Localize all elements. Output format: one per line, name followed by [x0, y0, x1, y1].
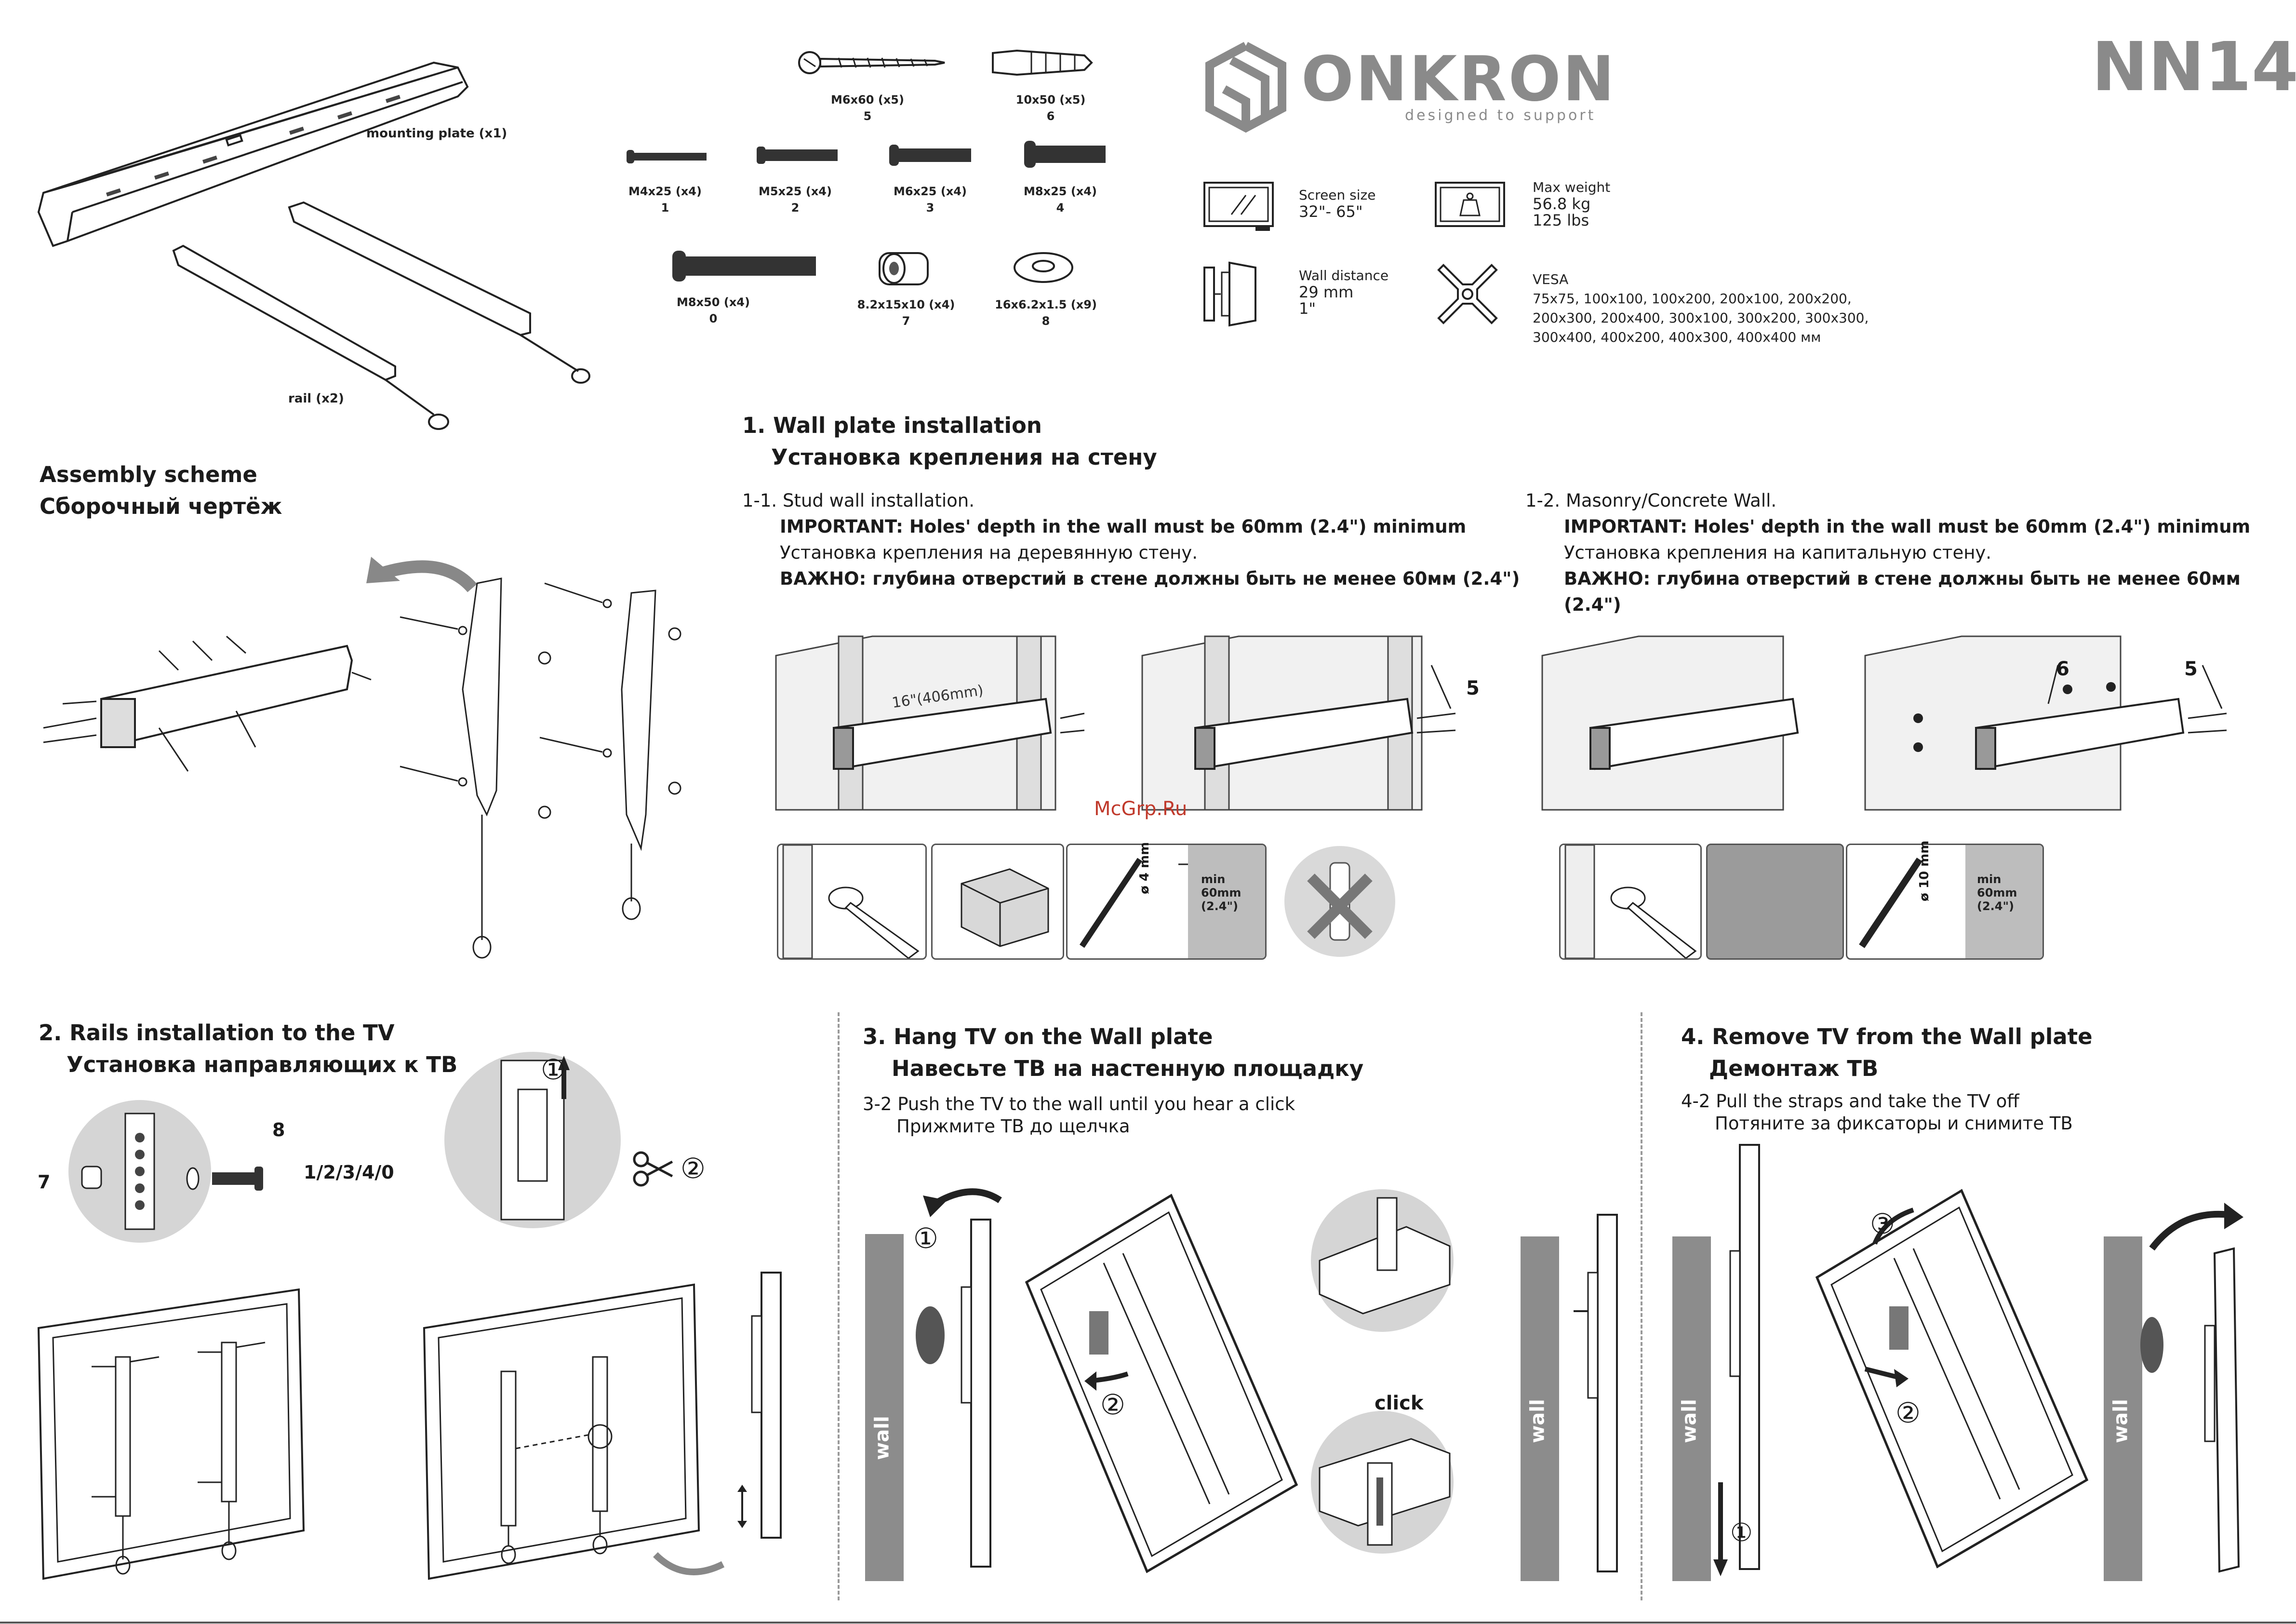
- part-6-caption: 10x50 (x5) 6: [1015, 93, 1086, 123]
- washer-icon: [1014, 252, 1073, 283]
- strap-cut-detail-circle: [444, 1052, 621, 1228]
- masonry-wall-instructions: 1-2. Masonry/Concrete Wall. IMPORTANT: H…: [1525, 490, 2251, 615]
- rail-detail-circle: [68, 1100, 211, 1243]
- tv-tilt-hang-illustration: [1025, 1194, 1298, 1573]
- model-number: NN14: [2092, 28, 2296, 107]
- tv-removed-side-illustration: [2140, 1203, 2243, 1573]
- watermark: McGrp.Ru: [1094, 798, 1188, 820]
- part-1-caption: M4x25 (x4)1: [628, 185, 702, 215]
- callout-7: 7: [38, 1171, 51, 1193]
- screen-size-spec: Screen size 32"- 65": [1299, 187, 1376, 221]
- vesa-spec: VESA 75x75, 100x100, 100x200, 200x100, 2…: [1533, 271, 1869, 345]
- tv-push-side-illustration: [916, 1188, 1002, 1568]
- click-detail-circle: [1311, 1411, 1454, 1554]
- section4-title: 4. Remove TV from the Wall plate Демонта…: [1681, 1024, 2093, 1081]
- section3-title: 3. Hang TV on the Wall plate Навесьте ТВ…: [863, 1024, 1364, 1081]
- screw-m5x25-icon: [757, 147, 838, 164]
- section1-title: 1. Wall plate installation Установка кре…: [742, 413, 1157, 470]
- screw-m6x25-icon: [889, 145, 971, 166]
- wall-bar-section4-right: wall: [2104, 1236, 2142, 1581]
- mounting-plate-label: mounting plate (x1): [366, 126, 507, 141]
- tv-mounted-side-illustration: [1574, 1214, 1618, 1572]
- anchor-10x50-icon: [992, 49, 1093, 76]
- section4-step3: ③: [1870, 1208, 1895, 1240]
- wall-bar-section4: wall: [1672, 1236, 1711, 1581]
- separator-section4: [1641, 1012, 1642, 1600]
- screw-m8x50-icon: [672, 251, 816, 282]
- tv-back-with-rails-illustration: [37, 1288, 305, 1580]
- no-anchor-icon: [1284, 846, 1395, 957]
- brand-name: ONKRON: [1301, 43, 1616, 115]
- wood-panel: [931, 844, 1064, 960]
- wall-bar-section3-right: wall: [1521, 1236, 1559, 1581]
- screw-m4x25-icon: [627, 150, 707, 163]
- rail-label: rail (x2): [288, 391, 344, 406]
- max-weight-icon: [1435, 182, 1505, 227]
- callout-screws: 1/2/3/4/0: [304, 1162, 394, 1183]
- part-7-caption: 8.2x15x10 (x4)7: [857, 298, 955, 328]
- concrete-panel: [1706, 844, 1844, 960]
- spacer-washer-screw-icon: [81, 1166, 263, 1191]
- tv-back-strap-cut-illustration: [423, 1283, 725, 1580]
- bottom-rule: [0, 1622, 2296, 1624]
- section2-title: 2. Rails installation to the TV Установк…: [39, 1020, 458, 1077]
- drill-4mm-label: ø 4 mm: [1137, 842, 1152, 894]
- drill-4mm-panel: [1066, 844, 1267, 960]
- screw-m6x60-icon: [798, 51, 945, 74]
- scissors-icon: [633, 1151, 673, 1187]
- part-4-caption: M8x25 (x4)4: [1024, 185, 1097, 215]
- section4-step2: ②: [1896, 1396, 1921, 1429]
- section3-step2: ②: [1100, 1388, 1125, 1421]
- assembly-title: Assembly scheme Сборочный чертёж: [40, 462, 282, 519]
- vesa-icon: [1437, 264, 1498, 324]
- screen-size-icon: [1203, 182, 1274, 231]
- assembly-illustration: [43, 557, 681, 959]
- depth-masonry-label: min 60mm (2.4"): [1977, 872, 2017, 913]
- masonry-mark-panel: [1559, 844, 1702, 960]
- tv-pull-straps-side-illustration: [1713, 1144, 1760, 1576]
- callout-5-stud: 5: [1466, 677, 1480, 699]
- onkron-logo-icon: [1205, 42, 1286, 133]
- max-weight-spec: Max weight 56.8 kg 125 lbs: [1533, 179, 1611, 229]
- masonry-wall-illustration: [1541, 635, 2227, 811]
- separator-section3: [838, 1012, 840, 1600]
- callout-8: 8: [272, 1119, 285, 1141]
- section2-step1: ①: [541, 1053, 566, 1086]
- callout-6-masonry: 6: [2056, 658, 2069, 680]
- tv-side-profile-section2: [737, 1272, 782, 1539]
- section3-step: 3-2 Push the TV to the wall until you he…: [863, 1094, 1295, 1137]
- hook-detail-circle: [1311, 1189, 1454, 1332]
- part-3-caption: M6x25 (x4)3: [894, 185, 967, 215]
- stud-wall-illustration: [775, 635, 1456, 811]
- drill-10mm-label: ø 10 mm: [1917, 840, 1932, 901]
- part-5-caption: M6x60 (x5) 5: [831, 93, 904, 123]
- section4-step: 4-2 Pull the straps and take the TV off …: [1681, 1091, 2073, 1134]
- mounting-plate-illustration: [37, 61, 469, 247]
- spacer-icon: [879, 252, 929, 285]
- section2-step2: ②: [681, 1152, 706, 1185]
- section4-step1: ①: [1730, 1518, 1753, 1547]
- depth-stud-label: min 60mm (2.4"): [1201, 872, 1241, 913]
- wall-distance-icon: [1203, 261, 1256, 327]
- part-2-caption: M5x25 (x4)2: [759, 185, 832, 215]
- part-8-caption: 16x6.2x1.5 (x9)8: [995, 298, 1097, 328]
- wall-bar-section3: wall: [865, 1234, 904, 1581]
- click-label: click: [1375, 1392, 1424, 1414]
- stud-wall-instructions: 1-1. Stud wall installation. IMPORTANT: …: [742, 490, 1520, 589]
- brand-tagline: designed to support: [1405, 107, 1596, 124]
- screw-m8x25-icon: [1024, 141, 1106, 168]
- wall-distance-spec: Wall distance 29 mm 1": [1299, 268, 1389, 318]
- drill-10mm-panel: [1846, 844, 2044, 960]
- section3-step1: ①: [913, 1222, 938, 1255]
- stud-mark-panel: [777, 844, 927, 960]
- part-0-caption: M8x50 (x4)0: [677, 295, 750, 325]
- callout-5-masonry: 5: [2184, 658, 2198, 680]
- rail-illustration: [172, 201, 590, 430]
- tv-tilt-remove-illustration: [1815, 1189, 2089, 1569]
